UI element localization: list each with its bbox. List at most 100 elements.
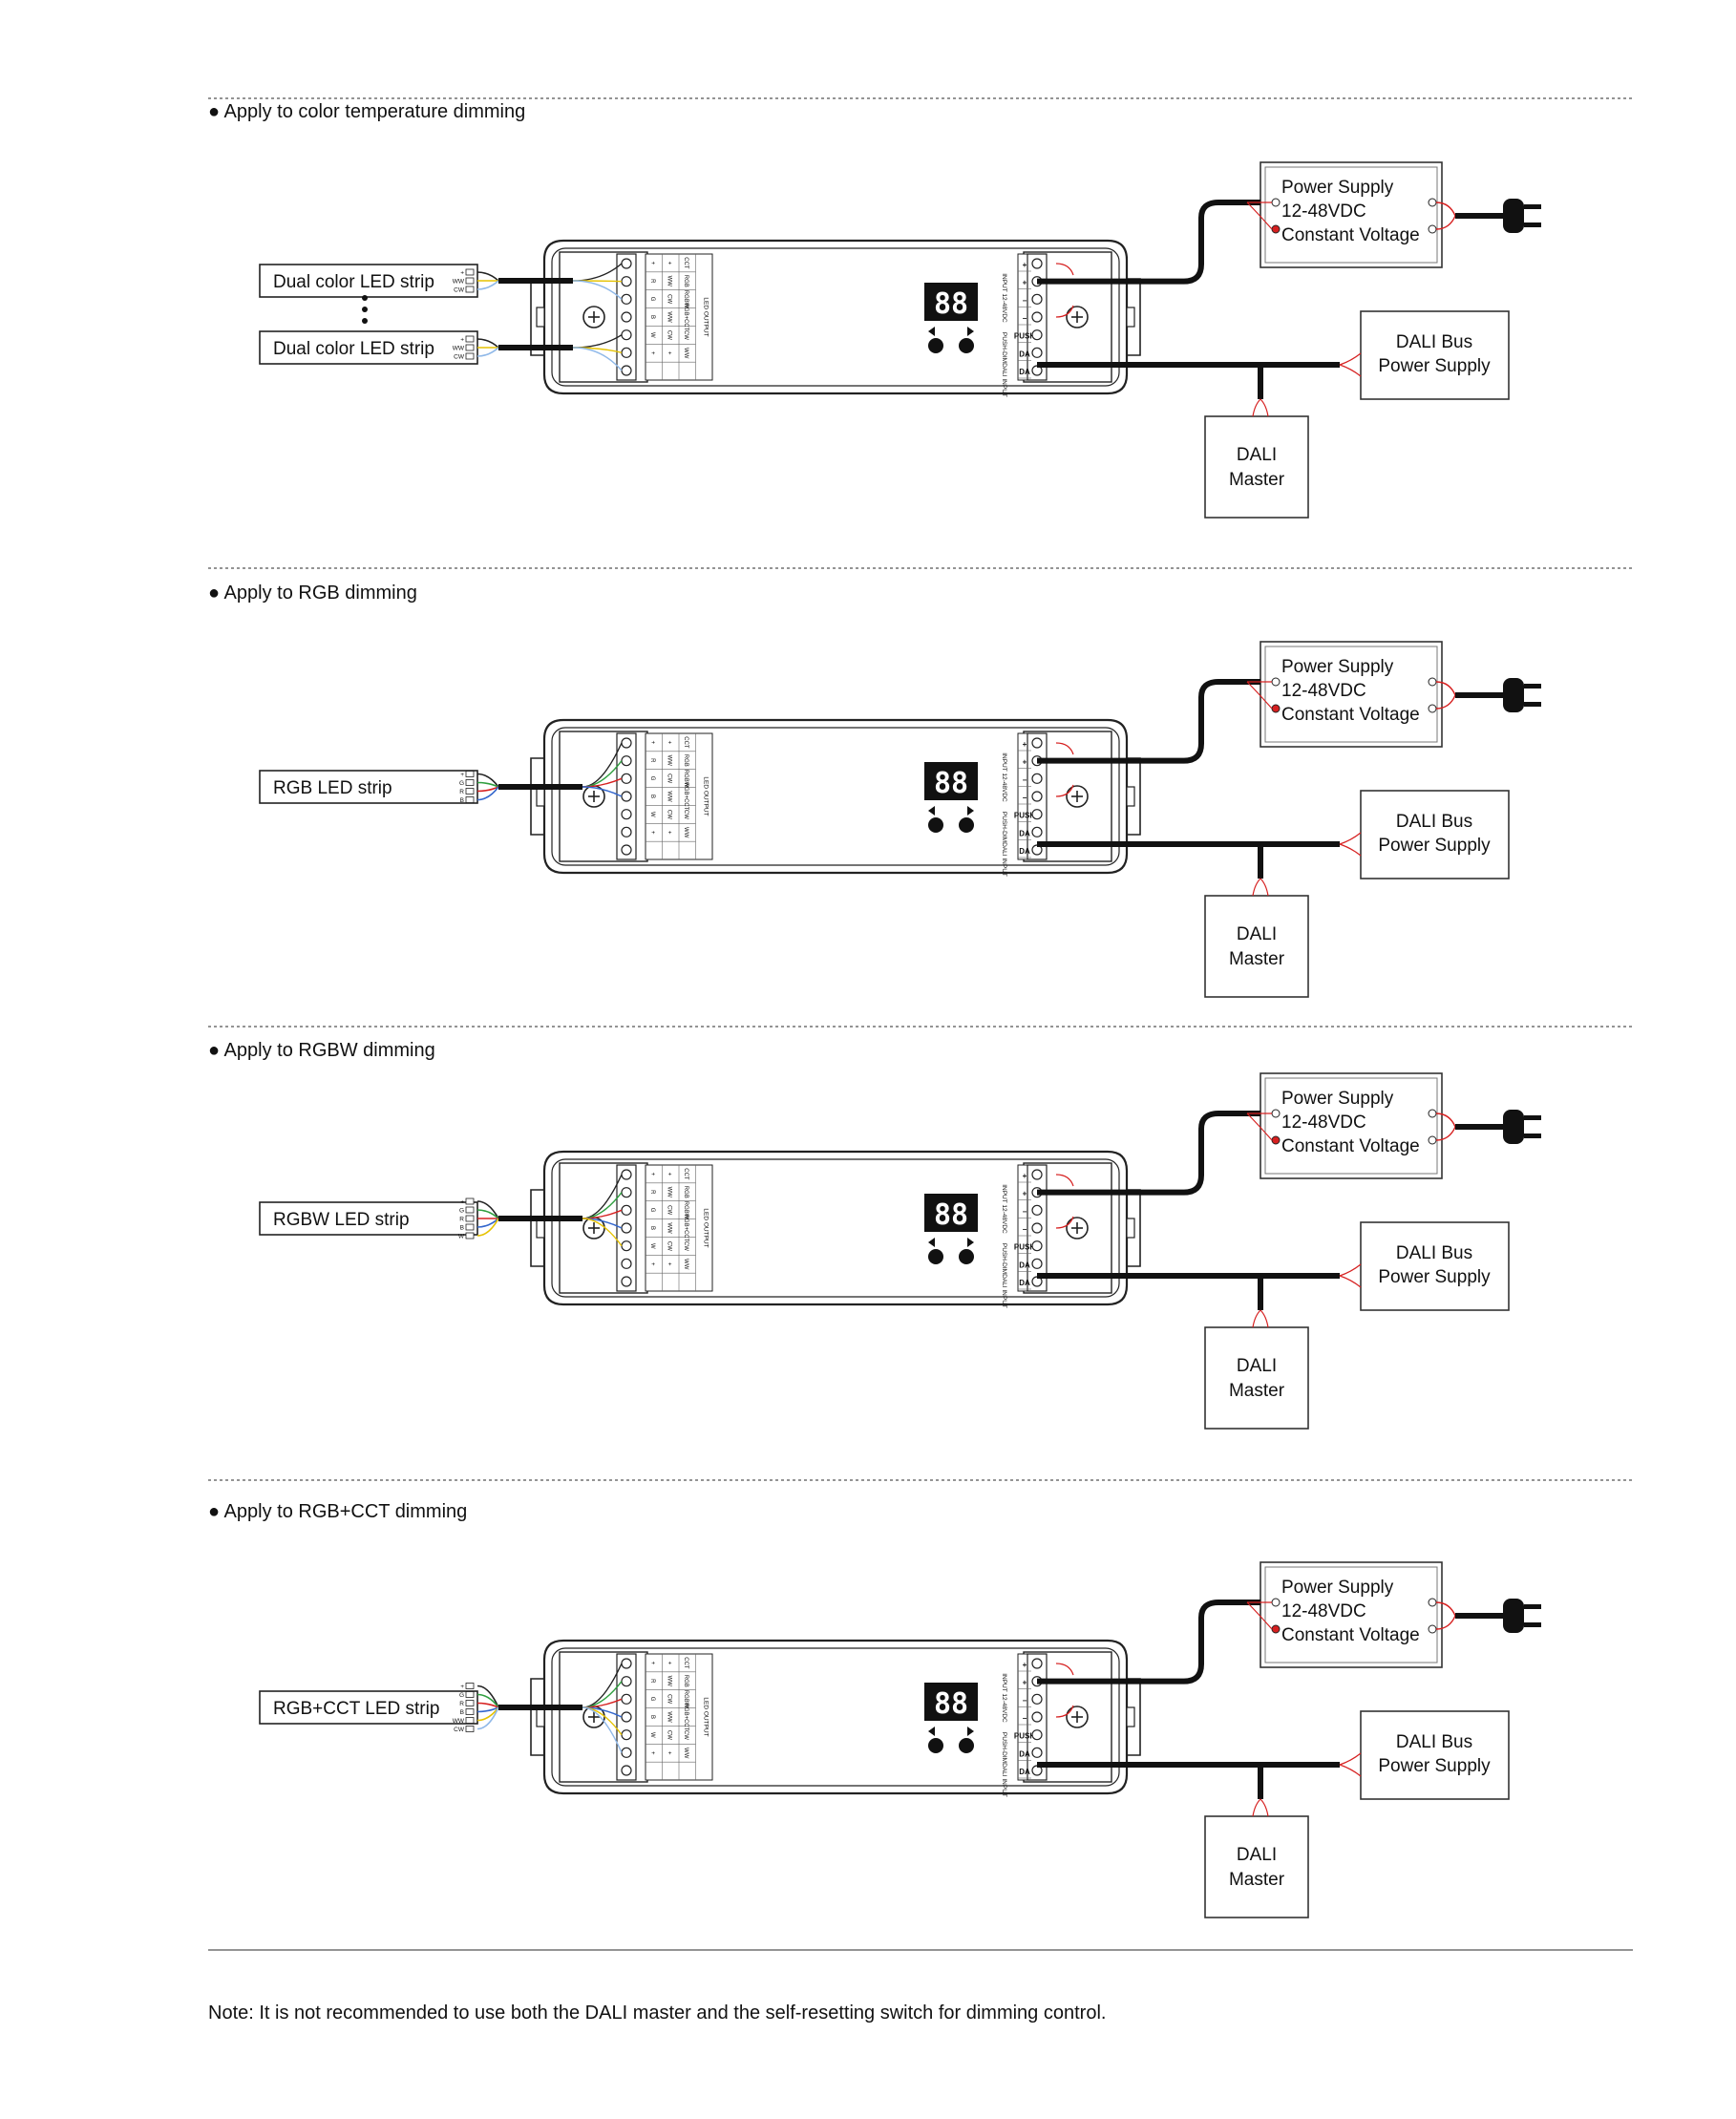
output-grid-label: + <box>649 831 655 835</box>
output-grid-label: R <box>649 1190 655 1195</box>
button-left <box>928 817 943 833</box>
led-strip-pin-label: G <box>459 1208 464 1215</box>
dali-master-box: DALI Master <box>1204 1326 1309 1430</box>
section-diagram: +RGBW++WWCWWWCW+CCTRGBRGBWRGB+CCTCWWWLED… <box>259 161 1541 519</box>
output-grid-label: CW <box>666 1730 671 1740</box>
led-wire <box>476 1702 499 1708</box>
input-terminal <box>1031 1169 1043 1180</box>
dali-master-sublabel: Master <box>1229 1381 1285 1401</box>
arrow-right-icon <box>967 1727 974 1736</box>
input-terminal-label: + <box>1023 740 1027 749</box>
psu-terminal <box>1428 198 1437 207</box>
controller-inner-outline <box>551 247 1120 387</box>
psu-terminal <box>1271 677 1281 687</box>
output-terminal <box>621 844 632 856</box>
output-terminal <box>621 311 632 323</box>
output-grid-label: + <box>666 351 671 355</box>
output-grid-label: + <box>649 741 655 745</box>
dali-master-label: DALI <box>1237 445 1277 465</box>
dali-input-label: DALI INPUT <box>1001 842 1007 877</box>
input-terminal-label: + <box>1023 1679 1027 1687</box>
output-terminal <box>621 347 632 358</box>
output-grid-label: CW <box>666 294 671 304</box>
output-grid-label: CW <box>666 330 671 340</box>
power-cable <box>1037 1600 1260 1685</box>
output-grid-label: WW <box>666 311 671 323</box>
led-wire-terminal <box>572 347 623 371</box>
output-terminal <box>621 1747 632 1758</box>
led-wire <box>476 786 499 793</box>
output-terminal <box>621 1187 632 1198</box>
output-grid-label: CCT <box>683 736 688 749</box>
push-dim-label: PUSH-DIM <box>1001 332 1007 363</box>
output-grid-label: RGBW <box>683 1690 688 1708</box>
output-label: LED OUTPUT <box>702 1208 709 1247</box>
dali-master-label: DALI <box>1237 1356 1277 1376</box>
led-strip-pin-label: R <box>459 789 464 795</box>
seven-segment-display <box>924 283 978 321</box>
led-wire <box>476 338 499 349</box>
output-label: LED OUTPUT <box>702 776 709 816</box>
section-diagram: +RGBW++WWCWWWCW+CCTRGBRGBWRGB+CCTCWWWLED… <box>259 641 1541 998</box>
dali-controller: +RGBW++WWCWWWCW+CCTRGBRGBWRGB+CCTCWWWLED… <box>530 718 1141 877</box>
power-supply-label: Power Supply <box>1281 1578 1394 1598</box>
input-terminal-label: − <box>1023 794 1027 802</box>
psu-terminal <box>1428 704 1437 713</box>
led-strip-pin <box>465 1197 475 1205</box>
led-wire-terminal <box>582 786 623 797</box>
input-terminal <box>1031 1729 1043 1741</box>
controller-inner-outline <box>551 727 1120 866</box>
dali-bus-label: DALI Bus <box>1396 812 1472 832</box>
dali-controller: +RGBW++WWCWWWCW+CCTRGBRGBWRGB+CCTCWWWLED… <box>530 239 1141 397</box>
led-wire <box>476 271 499 282</box>
output-terminal <box>621 791 632 802</box>
input-terminal-label: + <box>1023 1190 1027 1198</box>
power-supply-type: Constant Voltage <box>1281 705 1420 725</box>
dali-bus-wire-split <box>1339 1752 1362 1777</box>
output-terminal <box>621 1222 632 1234</box>
output-grid-label: WW <box>683 827 688 838</box>
psu-terminal <box>1271 198 1281 207</box>
dali-bus-wire-split <box>1339 1263 1362 1288</box>
dali-bus-wire-split <box>1339 352 1362 377</box>
section-heading-rgbcct: ● Apply to RGB+CCT dimming <box>208 1501 468 1522</box>
dali-master-sublabel: Master <box>1229 1870 1285 1890</box>
ac-plug-icon <box>1503 1110 1524 1144</box>
dali-bus-outer <box>1360 1221 1510 1311</box>
dali-bus-sublabel: Power Supply <box>1378 356 1491 376</box>
controller-inner-outline <box>551 1647 1120 1787</box>
led-strip-label: RGB+CCT LED strip <box>273 1699 439 1719</box>
input-terminal-label: DA <box>1019 368 1030 376</box>
output-grid-label: W <box>649 1243 655 1249</box>
input-voltage-label: INPUT 12-48VDC <box>1001 1673 1007 1723</box>
psu-terminal <box>1428 1135 1437 1145</box>
input-voltage-label: INPUT 12-48VDC <box>1001 1184 1007 1234</box>
dali-bus-label: DALI Bus <box>1396 332 1472 352</box>
power-supply-inner <box>1264 1077 1438 1175</box>
dali-bus-label: DALI Bus <box>1396 1243 1472 1263</box>
section-heading-text: Apply to color temperature dimming <box>223 101 526 122</box>
seven-segment-display <box>924 1194 978 1232</box>
dali-input-label: DALI INPUT <box>1001 363 1007 397</box>
input-terminal-label: PUSH <box>1014 1243 1035 1252</box>
output-grid-label: + <box>666 1262 671 1266</box>
input-terminal <box>1031 791 1043 802</box>
arrow-right-icon <box>967 1238 974 1247</box>
output-grid-label: + <box>649 1751 655 1755</box>
output-grid-label: B <box>649 1715 655 1719</box>
output-grid-label: B <box>649 795 655 798</box>
led-strip-pin-label: + <box>460 270 464 277</box>
led-wire-terminal <box>582 1706 623 1753</box>
power-supply-label: Power Supply <box>1281 657 1394 677</box>
section-heading-text: Apply to RGBW dimming <box>223 1040 435 1061</box>
output-grid-label: WW <box>683 1748 688 1759</box>
arrow-right-icon <box>967 327 974 336</box>
output-grid-label: + <box>649 262 655 265</box>
output-label: LED OUTPUT <box>702 1697 709 1736</box>
input-terminal-label: − <box>1023 1696 1027 1705</box>
led-strip-pin-label: CW <box>454 354 465 361</box>
display-digits: 88 <box>934 287 968 321</box>
plug-prong <box>1524 702 1541 707</box>
